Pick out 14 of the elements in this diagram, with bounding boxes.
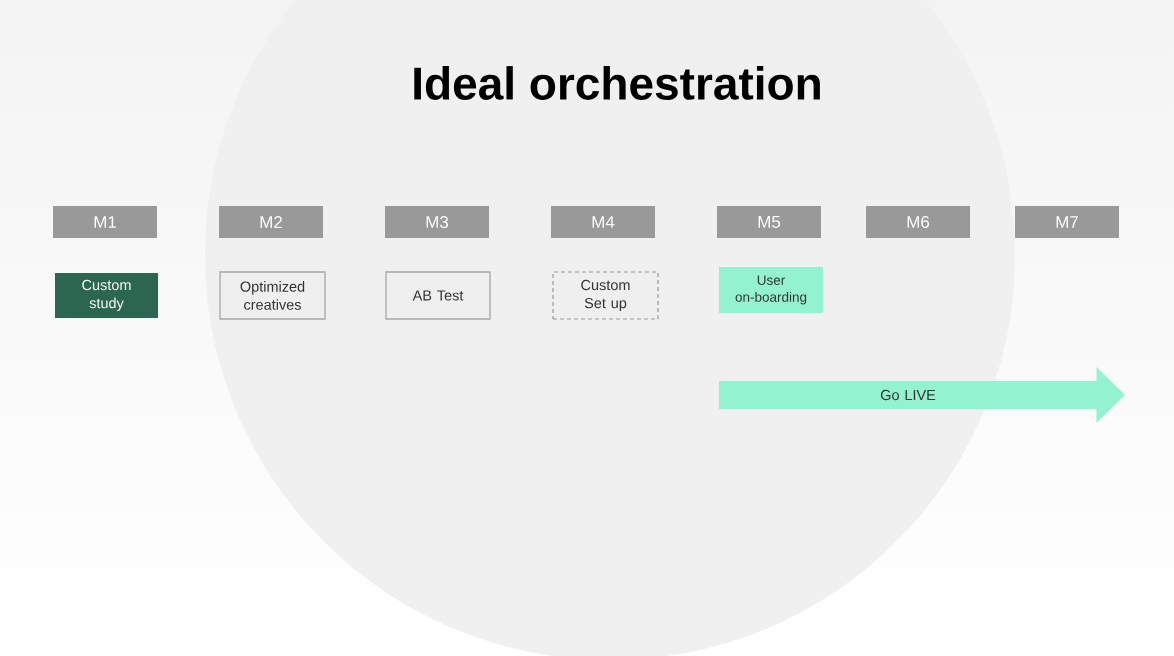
month-box: M7: [1015, 206, 1119, 238]
month-box: M6: [866, 206, 970, 238]
month-box: M2: [219, 206, 323, 238]
task-box: Custom study: [55, 273, 158, 318]
month-box: M4: [551, 206, 655, 238]
task-box: Custom Set up: [552, 271, 659, 320]
month-box: M3: [385, 206, 489, 238]
title: Ideal orchestration: [414, 66, 820, 100]
task-box: User on-boarding: [719, 267, 823, 313]
month-box: M5: [717, 206, 821, 238]
arrow-band: Go LIVE: [719, 367, 1125, 423]
task-box: Optimized creatives: [219, 271, 326, 320]
month-box: M1: [53, 206, 157, 238]
task-box: AB Test: [385, 271, 491, 320]
